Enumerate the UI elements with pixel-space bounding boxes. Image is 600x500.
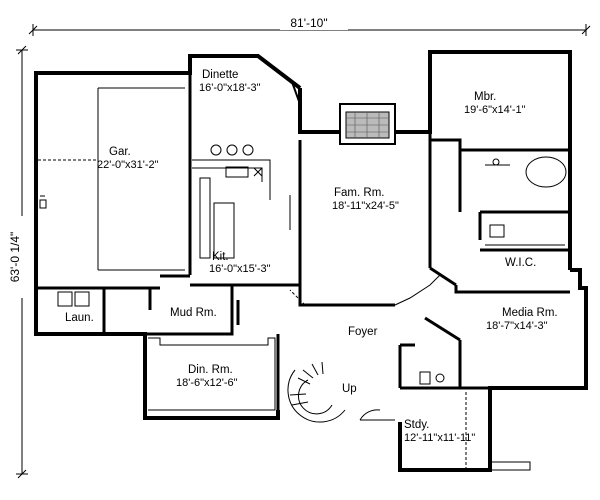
room-laundry: Laun. (65, 312, 94, 324)
interior-walls (36, 73, 570, 418)
fixtures (38, 87, 567, 471)
room-garage: Gar. 22'-0"x31'-2" (97, 146, 159, 171)
garage-size: 22'-0"x31'-2" (97, 159, 159, 171)
overall-width-label: 81'-10" (290, 16, 327, 30)
family-name: Fam. Rm. (334, 187, 384, 199)
dining-name: Din. Rm. (188, 364, 233, 376)
walkin-name: W.I.C. (505, 257, 536, 269)
fireplace (339, 103, 396, 145)
overall-depth-label: 63'-0 1/4" (8, 232, 22, 283)
master-size: 19'-6"x14'-1" (464, 104, 526, 116)
room-kitchen: Kit. 16'-0"x15'-3" (209, 251, 271, 275)
room-study: Stdy. 12'-11"x11'-11" (404, 419, 475, 444)
study-name: Stdy. (404, 419, 429, 431)
stair-up: Up (342, 383, 357, 395)
study-size: 12'-11"x11'-11" (404, 432, 475, 444)
family-size: 18'-11"x24'-5" (332, 200, 399, 212)
room-master-bedroom: Mbr. 19'-6"x14'-1" (464, 91, 526, 116)
kitchen-name: Kit. (212, 251, 229, 263)
dinette-bay (257, 55, 301, 105)
kitchen-size: 16'-0"x15'-3" (209, 263, 271, 275)
dinette-name: Dinette (202, 69, 238, 81)
room-mudroom: Mud Rm. (170, 307, 217, 319)
room-foyer: Foyer (348, 326, 378, 338)
room-media: Media Rm. 18'-7"x14'-3" (486, 307, 558, 332)
room-walk-in-closet: W.I.C. (505, 257, 536, 269)
room-family: Fam. Rm. 18'-11"x24'-5" (332, 187, 399, 212)
stair-label: Up (342, 383, 357, 395)
mudroom-name: Mud Rm. (170, 307, 217, 319)
media-size: 18'-7"x14'-3" (486, 320, 548, 332)
laundry-name: Laun. (65, 312, 94, 324)
foyer-name: Foyer (348, 326, 378, 338)
room-dinette: Dinette 16'-0"x18'-3" (199, 69, 261, 94)
dinette-size: 16'-0"x18'-3" (199, 82, 261, 94)
dining-size: 18'-6"x12'-6" (176, 377, 238, 389)
garage-name: Gar. (109, 146, 131, 158)
master-name: Mbr. (474, 91, 496, 103)
media-name: Media Rm. (502, 307, 558, 319)
room-dining: Din. Rm. 18'-6"x12'-6" (176, 364, 238, 389)
